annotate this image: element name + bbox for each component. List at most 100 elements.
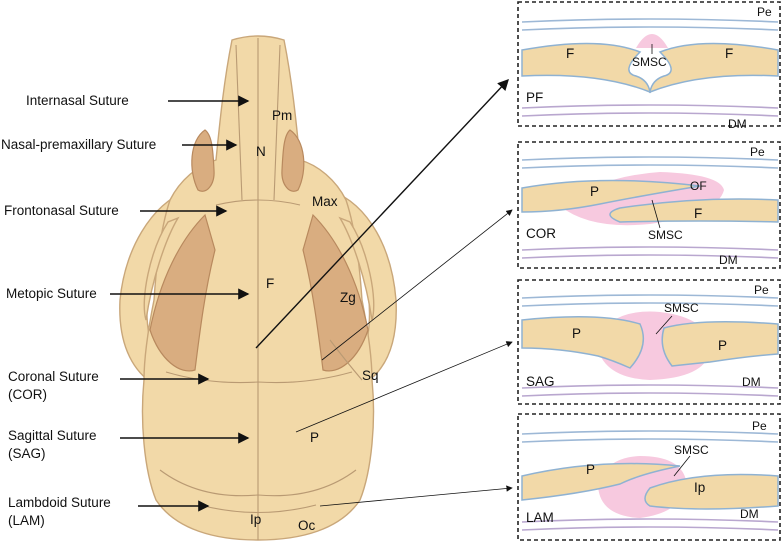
lambdoid-suture-line	[159, 469, 357, 497]
panel-lam-smsc: SMSC	[674, 443, 709, 457]
panel-cor-lower-plate	[609, 198, 779, 223]
panel-pf: SMSC F F PF Pe DM	[517, 1, 781, 131]
panel-sag-right-plate	[661, 321, 779, 367]
panel-lam-pe-line-2	[521, 438, 779, 443]
panel-cor-pe-line-1	[521, 156, 779, 161]
frontonasal-suture-line	[215, 199, 301, 206]
label-coronal: Coronal Suture	[8, 369, 99, 384]
orbit-left	[149, 213, 216, 372]
panel-sag-pe: Pe	[754, 283, 769, 297]
connector-sag	[295, 341, 513, 433]
interparietal-suture-line	[199, 504, 317, 513]
panel-pf-dm: DM	[728, 117, 747, 131]
squamosal-suture-line	[329, 339, 363, 381]
label-lambdoid: Lambdoid Suture	[8, 495, 111, 510]
panel-sag-frame	[517, 279, 781, 405]
panel-pf-pe: Pe	[757, 5, 772, 19]
nasal-right-suture	[273, 44, 281, 201]
panel-lam-right-label: Ip	[694, 480, 705, 495]
panel-sag-smsc-tick	[655, 315, 673, 335]
panel-lam-name: LAM	[526, 510, 554, 525]
bone-label-f: F	[266, 276, 274, 291]
panel-sag: SMSC P P SAG Pe DM	[517, 279, 781, 405]
label-internasal: Internasal Suture	[26, 93, 129, 108]
panel-cor-upper-plate	[521, 179, 701, 213]
panel-pf-msc	[636, 34, 668, 48]
panel-sag-dm-line-2	[521, 392, 779, 397]
panel-pf-frame	[517, 1, 781, 127]
panel-pf-dm-line-2	[521, 112, 779, 117]
panel-cor: SMSC P OF F COR Pe DM	[517, 141, 781, 269]
panel-sag-pe-line-2	[521, 302, 779, 307]
panel-cor-bottom-label: F	[694, 206, 702, 221]
panel-lam-pe: Pe	[752, 419, 767, 433]
panel-cor-pe-line-2	[521, 164, 779, 169]
label-frontonasal: Frontonasal Suture	[4, 203, 119, 218]
panel-lam-left-label: P	[586, 462, 595, 477]
premaxilla-left	[191, 129, 215, 192]
panel-lam-smsc-tick	[673, 455, 691, 477]
panel-cor-smsc-tick	[651, 199, 661, 229]
panel-cor-dm-line-2	[521, 254, 779, 259]
bone-label-sq: Sq	[362, 368, 379, 383]
panel-sag-name: SAG	[526, 374, 555, 389]
panel-cor-frame	[517, 141, 781, 269]
nasal-left-suture	[235, 44, 243, 201]
panel-pf-pe-line-2	[521, 26, 779, 31]
bone-label-p: P	[310, 430, 319, 445]
panel-sag-left-label: P	[572, 326, 581, 341]
panel-pf-smsc: SMSC	[632, 55, 667, 69]
panel-sag-dm-line-1	[521, 384, 779, 389]
panel-lam: SMSC P Ip LAM Pe DM	[517, 413, 781, 541]
connector-pf	[255, 78, 509, 349]
connector-cor	[321, 209, 513, 361]
panel-pf-right-label: F	[725, 46, 733, 61]
label-coronal-abbr: (COR)	[8, 387, 47, 402]
panel-lam-right-plate	[644, 473, 779, 510]
label-sagittal-abbr: (SAG)	[8, 446, 46, 461]
panel-sag-dm: DM	[742, 375, 761, 389]
panel-sag-pe-line-1	[521, 294, 779, 299]
panel-cor-name: COR	[526, 226, 556, 241]
panel-cor-dm: DM	[719, 253, 738, 267]
panel-lam-dm: DM	[740, 507, 759, 521]
panel-pf-left-label: F	[566, 46, 574, 61]
bone-label-oc: Oc	[298, 518, 316, 533]
panel-lam-left-plate	[521, 462, 681, 501]
panel-cor-top-label: P	[590, 184, 599, 199]
panel-cor-dm-line-1	[521, 246, 779, 251]
panel-cor-pe: Pe	[750, 145, 765, 159]
bone-label-n: N	[256, 144, 266, 159]
suture-labels: Internasal Suture Nasal-premaxillary Sut…	[1, 93, 250, 528]
connector-lam	[319, 485, 513, 507]
panel-pf-pe-line-1	[521, 18, 779, 23]
label-nasal-premaxillary: Nasal-premaxillary Suture	[1, 137, 156, 152]
bone-label-pm: Pm	[272, 108, 292, 123]
bone-label-max: Max	[312, 194, 338, 209]
orbit-rim-left	[143, 216, 180, 321]
panel-pf-dm-line-1	[521, 104, 779, 109]
panel-lam-pe-line-1	[521, 430, 779, 435]
bone-label-ip: Ip	[250, 512, 261, 527]
panel-sag-right-label: P	[718, 338, 727, 353]
panel-pf-name: PF	[526, 90, 543, 105]
label-metopic: Metopic Suture	[6, 286, 97, 301]
orbit-rim-right	[338, 216, 375, 321]
panel-cor-of-label: OF	[690, 179, 707, 193]
panel-pf-left-plate	[521, 42, 651, 94]
premaxilla-right	[281, 129, 305, 192]
panel-lam-dm-line-2	[521, 526, 779, 531]
connector-lines	[255, 78, 513, 507]
label-lambdoid-abbr: (LAM)	[8, 513, 45, 528]
panel-sag-left-plate	[521, 316, 645, 369]
orbit-right	[302, 213, 369, 372]
panel-lam-dm-line-1	[521, 518, 779, 523]
panel-pf-right-plate	[649, 42, 779, 94]
panel-cor-smsc: SMSC	[648, 228, 683, 242]
skull-illustration: Pm N Max F Zg Sq P Ip Oc	[119, 35, 397, 541]
bone-label-zg: Zg	[340, 290, 356, 305]
label-sagittal: Sagittal Suture	[8, 428, 97, 443]
panel-sag-smsc: SMSC	[664, 301, 699, 315]
